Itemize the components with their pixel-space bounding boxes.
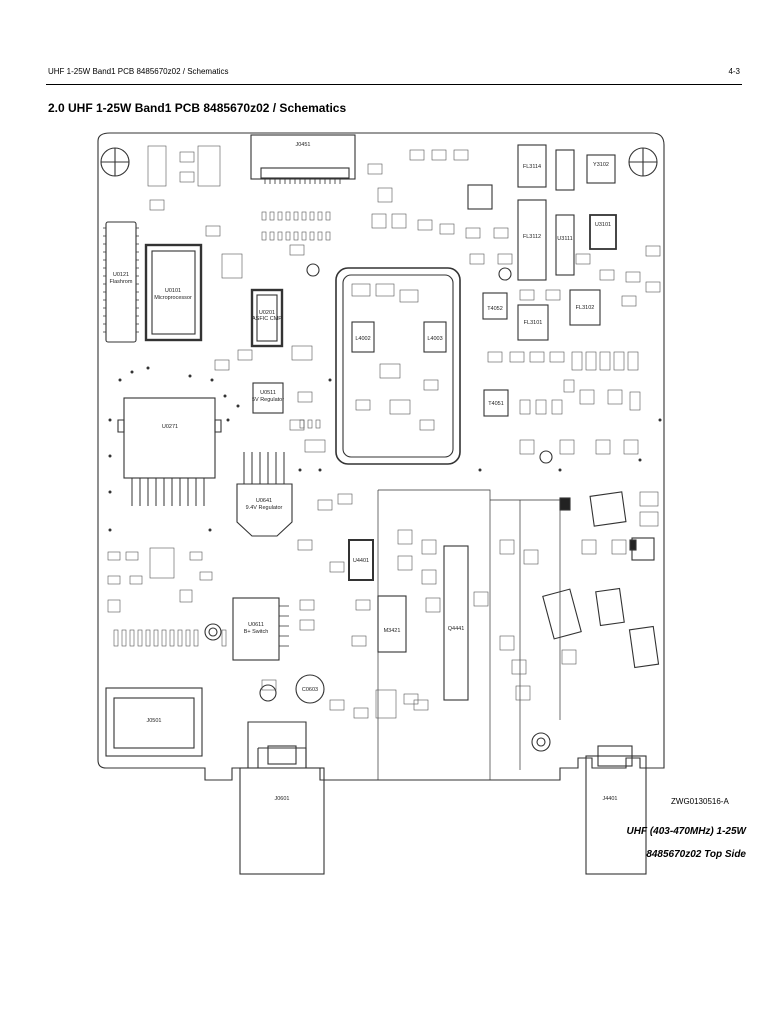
label-j0451: J0451 [296, 142, 311, 148]
crystal-y3102 [586, 154, 616, 184]
label-l4002: L4002 [355, 336, 370, 342]
label-l4003: L4003 [427, 336, 442, 342]
chip-asfic [250, 288, 284, 348]
chip-5v-regulator [252, 382, 284, 414]
label-fl3114: FL3114 [523, 164, 541, 170]
figure-caption-line2: 8485670z02 Top Side [646, 849, 746, 860]
filter-fl3101 [517, 304, 549, 341]
transformer-t4051 [483, 389, 509, 417]
board-outline [97, 132, 665, 781]
connector-j4401 [585, 755, 647, 875]
label-fl3102: FL3102 [576, 305, 595, 311]
label-q4441: Q4441 [448, 626, 465, 632]
connector-j0451 [250, 134, 356, 180]
mount-hole-br [531, 732, 551, 752]
transformer-t4052 [482, 292, 508, 320]
label-u3101: U3101 [595, 222, 611, 228]
label-micro-name: Microprocessor [154, 295, 192, 301]
section-title: 2.0 UHF 1-25W Band1 PCB 8485670z02 / Sch… [48, 101, 347, 115]
page-number: 4-3 [728, 67, 740, 76]
label-t4051: T4051 [488, 401, 504, 407]
module-m3421 [377, 595, 407, 653]
filter-fl3102 [569, 289, 601, 326]
chip-u4401 [348, 539, 374, 581]
transistor-q4441 [443, 545, 469, 701]
label-t4052: T4052 [487, 306, 503, 312]
label-u4401: U4401 [353, 558, 369, 564]
label-c0603: C0603 [302, 687, 318, 693]
rf-shield-can [335, 267, 461, 465]
chip-u3111 [555, 214, 575, 276]
label-m3421: M3421 [384, 628, 401, 634]
capacitor-c0603 [295, 674, 325, 704]
drawing-id: ZWG0130516-A [671, 797, 729, 806]
mount-hole-ml [204, 623, 222, 641]
label-reg5-ref: U0511 [260, 390, 276, 396]
label-bswitch-name: B+ Switch [244, 629, 269, 635]
connector-j0601 [239, 767, 325, 875]
chip-bplus-switch [232, 597, 280, 661]
chip-9v4-regulator [236, 483, 293, 537]
header-rule [46, 84, 742, 85]
label-j0501: J0501 [147, 718, 162, 724]
connector-j0501 [105, 687, 203, 757]
chip-flashrom [105, 221, 137, 343]
chip-audio-pa [123, 397, 216, 479]
label-bswitch-ref: U0611 [248, 622, 264, 628]
label-reg5-name: 5V Regulator [252, 397, 284, 403]
label-reg94-ref: U0641 [256, 498, 272, 504]
label-flashrom-ref: U0121 [113, 272, 129, 278]
label-fl3101: FL3101 [524, 320, 543, 326]
label-micro-ref: U0101 [165, 288, 181, 294]
label-j0601: J0601 [275, 796, 290, 802]
label-fl3112: FL3112 [523, 234, 541, 240]
label-audio-pa-ref: U0271 [162, 424, 178, 430]
label-reg94-name: 9.4V Regulator [246, 505, 283, 511]
label-j4401: J4401 [603, 796, 618, 802]
filter-fl3114 [517, 144, 547, 188]
label-asic-ref: U0201 [259, 310, 275, 316]
chip-microprocessor [144, 243, 203, 342]
figure-caption-line1: UHF (403-470MHz) 1-25W [626, 826, 746, 837]
filter-fl3112 [517, 199, 547, 281]
label-y3102: Y3102 [593, 162, 609, 168]
label-asic-name: ASFIC CMP [252, 316, 282, 322]
label-flashrom-name: Flashrom [110, 279, 133, 285]
chip-u3101 [589, 214, 617, 250]
label-u3111: U3111 [557, 236, 572, 242]
running-header-title: UHF 1-25W Band1 PCB 8485670z02 / Schemat… [48, 67, 229, 76]
